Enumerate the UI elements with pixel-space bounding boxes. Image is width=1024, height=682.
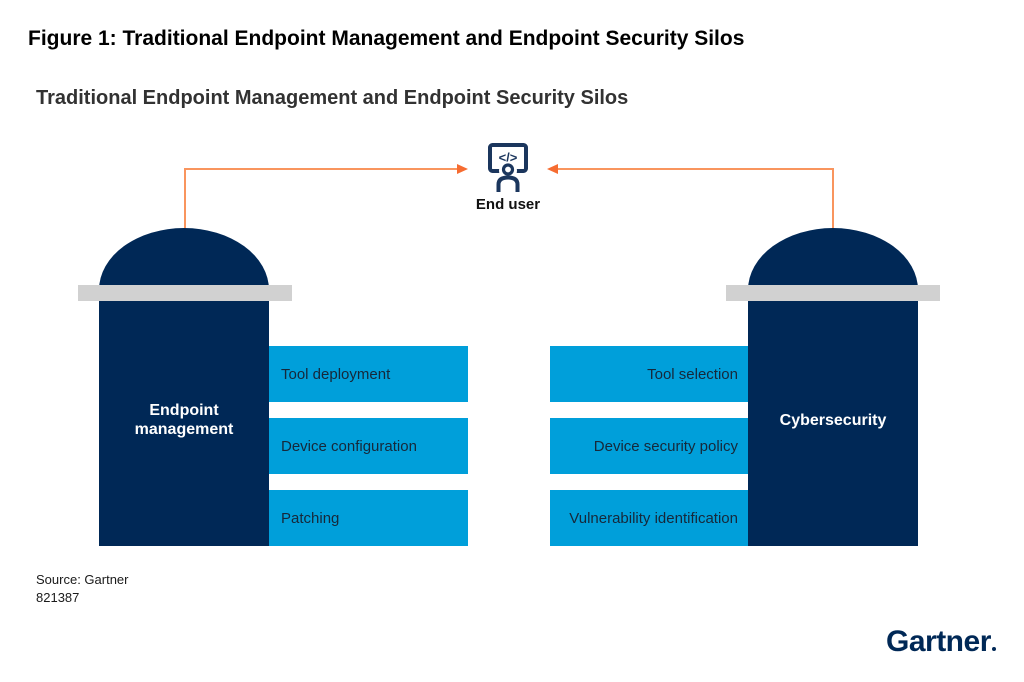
connector-right-horizontal [558,168,834,170]
task-bar-label: Device security policy [593,437,738,455]
task-bar-vulnerability-identification: Vulnerability identification [550,490,748,546]
registered-mark-dot-icon [991,647,996,651]
task-bar-label: Tool selection [647,365,738,383]
connector-left-vertical [184,168,186,230]
cybersecurity-silo: Cybersecurity [748,228,918,546]
gartner-logo-text: Gartner [886,625,991,658]
task-bar-label: Patching [281,509,340,527]
chart-title: Traditional Endpoint Management and Endp… [36,87,629,109]
source-block: Source: Gartner 821387 [36,571,129,607]
arrowhead-left-icon [547,163,558,174]
connector-left-horizontal [184,168,458,170]
source-line: Source: Gartner [36,572,129,587]
cybersecurity-silo-label: Cybersecurity [779,412,887,429]
task-bar-label: Vulnerability identification [569,509,738,527]
svg-text:</>: </> [499,150,518,165]
endpoint-management-silo-label: Endpoint management [134,402,234,439]
doc-number: 821387 [36,590,80,605]
left-silo-collar-band [78,285,292,301]
task-bar-label: Tool deployment [281,365,391,383]
task-bar-tool-deployment: Tool deployment [269,346,468,402]
task-bar-device-configuration: Device configuration [269,418,468,474]
gartner-logo: Gartner [886,625,996,659]
task-bar-patching: Patching [269,490,468,546]
connector-right-vertical [832,168,834,230]
task-bar-device-security-policy: Device security policy [550,418,748,474]
right-silo-collar-band [726,285,940,301]
task-bar-label: Device configuration [281,437,417,455]
arrowhead-right-icon [457,163,468,174]
task-bar-tool-selection: Tool selection [550,346,748,402]
figure-title: Figure 1: Traditional Endpoint Managemen… [28,27,745,50]
end-user-label: End user [475,196,541,213]
monitor-code-user-icon: </> [484,142,532,192]
endpoint-management-silo: Endpoint management [99,228,269,546]
